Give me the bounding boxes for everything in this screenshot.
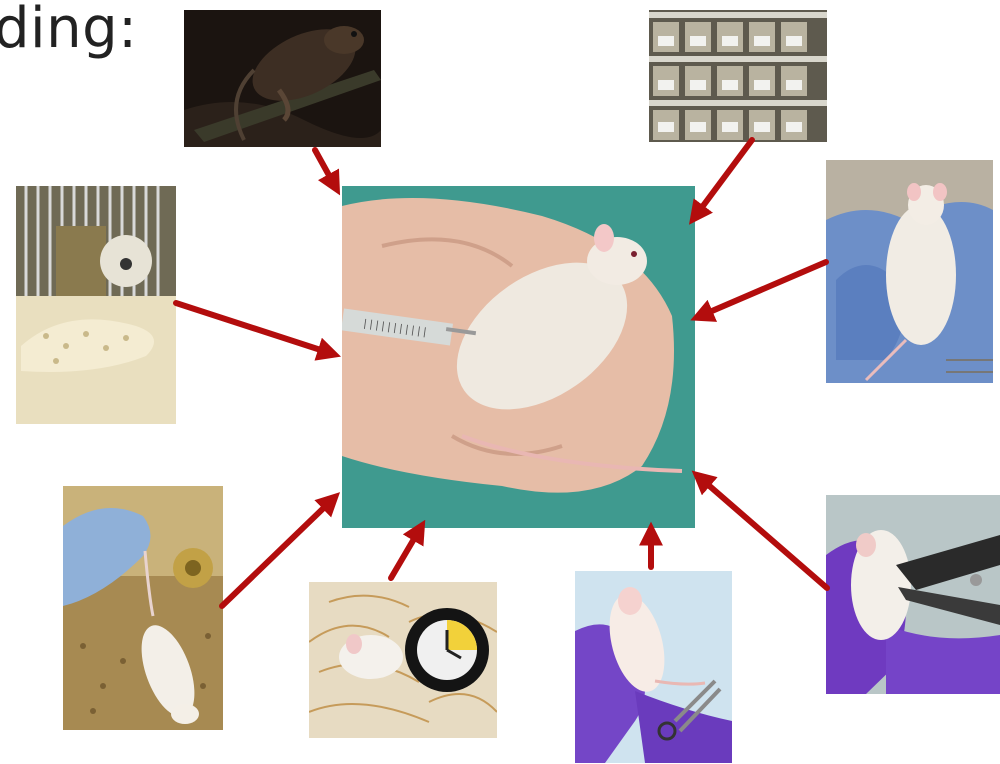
arrow-bottom-right	[698, 476, 827, 588]
arrow-top-right	[694, 140, 752, 218]
arrow-bottom-center	[391, 527, 421, 578]
arrow-bottom-left	[222, 498, 334, 606]
arrow-left	[176, 303, 333, 354]
arrow-top-left	[315, 150, 336, 188]
arrow-right	[698, 262, 826, 317]
